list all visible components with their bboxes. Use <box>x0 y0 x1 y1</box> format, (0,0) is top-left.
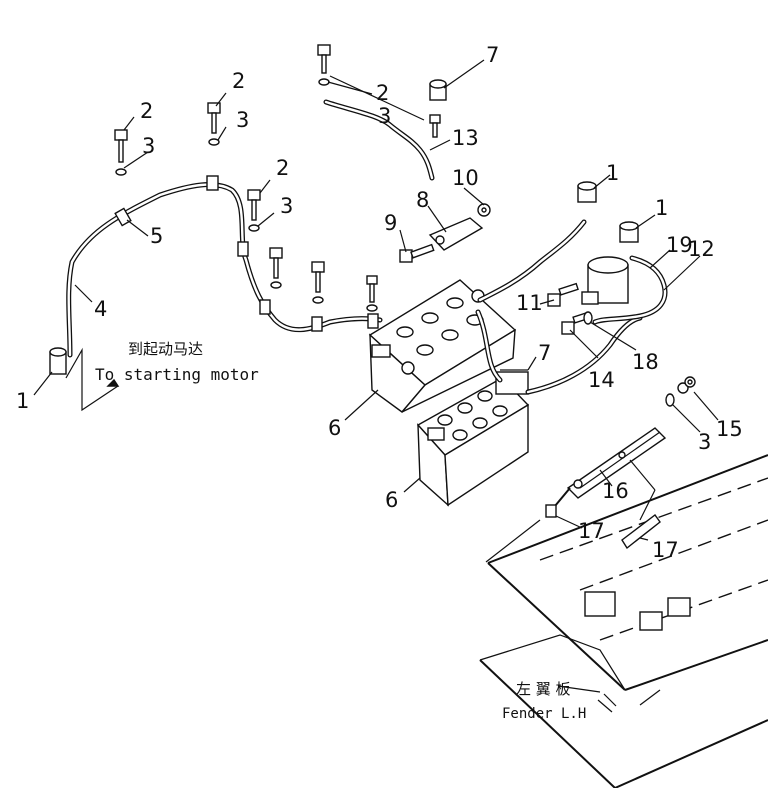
callout-1: 1 <box>16 389 29 413</box>
callout-15: 15 <box>716 417 743 441</box>
bolt-9 <box>399 243 435 263</box>
rod-17 <box>545 459 661 550</box>
battery-upper <box>368 279 517 413</box>
bolt-2 <box>429 114 441 138</box>
callout-19: 19 <box>666 233 693 257</box>
callout-9: 9 <box>384 211 397 235</box>
cable-13 <box>323 99 435 181</box>
battery-lower-caps <box>437 390 508 441</box>
callout-2: 2 <box>376 81 389 105</box>
battery-link-cable <box>475 219 643 395</box>
battery-relay-19 <box>581 256 629 305</box>
bolt-2 <box>366 275 378 312</box>
callout-7: 7 <box>486 43 499 67</box>
terminal-1-right <box>577 181 597 203</box>
callout-7: 7 <box>538 341 551 365</box>
cable-end-1-left <box>49 347 67 375</box>
callout-3: 3 <box>236 108 249 132</box>
starter-cable <box>66 182 383 358</box>
callout-4: 4 <box>94 297 107 321</box>
cable-clamp-5 <box>114 175 379 332</box>
starter-label-zh: 到起动马达 <box>128 340 203 358</box>
battery-lower <box>416 371 530 507</box>
bracket-8 <box>428 217 484 251</box>
cable-12 <box>592 255 668 325</box>
callout-5: 5 <box>150 224 163 248</box>
callout-13: 13 <box>452 126 479 150</box>
starter-arrow <box>65 347 120 412</box>
callout-3: 3 <box>378 104 391 128</box>
callout-14: 14 <box>588 368 615 392</box>
callout-10: 10 <box>452 166 479 190</box>
callout-12: 12 <box>688 237 715 261</box>
nut-15 <box>665 376 696 407</box>
battery-upper-terminal <box>401 361 415 375</box>
fender-label-en: Fender L.H <box>502 706 586 722</box>
callout-6: 6 <box>328 416 341 440</box>
terminal-1-right <box>619 221 639 243</box>
fender-bracket <box>584 591 616 617</box>
terminal-cover-7-top <box>429 79 447 101</box>
leader-lines <box>33 59 719 693</box>
fender-lh <box>479 454 768 788</box>
bolt-2 <box>247 189 261 232</box>
callout-8: 8 <box>416 188 429 212</box>
bolt-11 <box>547 282 579 307</box>
callout-11: 11 <box>516 291 543 315</box>
callout-16: 16 <box>602 479 629 503</box>
callout-2: 2 <box>232 69 245 93</box>
hold-down-16 <box>566 427 667 499</box>
callout-3: 3 <box>698 430 711 454</box>
callout-2: 2 <box>276 156 289 180</box>
starter-label-en: To starting motor <box>95 365 259 384</box>
callout-17: 17 <box>652 538 679 562</box>
bolt-2 <box>114 129 128 176</box>
callout-17: 17 <box>578 519 605 543</box>
fender-label-zh: 左 翼 板 <box>516 680 571 698</box>
fender-slot <box>667 597 691 617</box>
callout-1: 1 <box>655 196 668 220</box>
callout-3: 3 <box>280 194 293 218</box>
fender-slot <box>639 611 663 631</box>
battery-upper-caps <box>396 297 484 356</box>
washer-18 <box>583 311 593 325</box>
callout-6: 6 <box>385 488 398 512</box>
callout-3: 3 <box>142 134 155 158</box>
callout-numbers: 1 1 1 2 2 2 2 3 3 3 3 3 4 5 6 6 7 7 8 9 … <box>16 43 743 562</box>
nut-10 <box>477 203 491 217</box>
callout-2: 2 <box>140 99 153 123</box>
bolt-2 <box>317 44 331 86</box>
bolt-2 <box>207 102 221 146</box>
bolt-2 <box>311 261 325 304</box>
callout-1: 1 <box>606 161 619 185</box>
callout-18: 18 <box>632 350 659 374</box>
bolt-2 <box>269 247 283 289</box>
terminal-cover-7-lower <box>495 371 529 395</box>
